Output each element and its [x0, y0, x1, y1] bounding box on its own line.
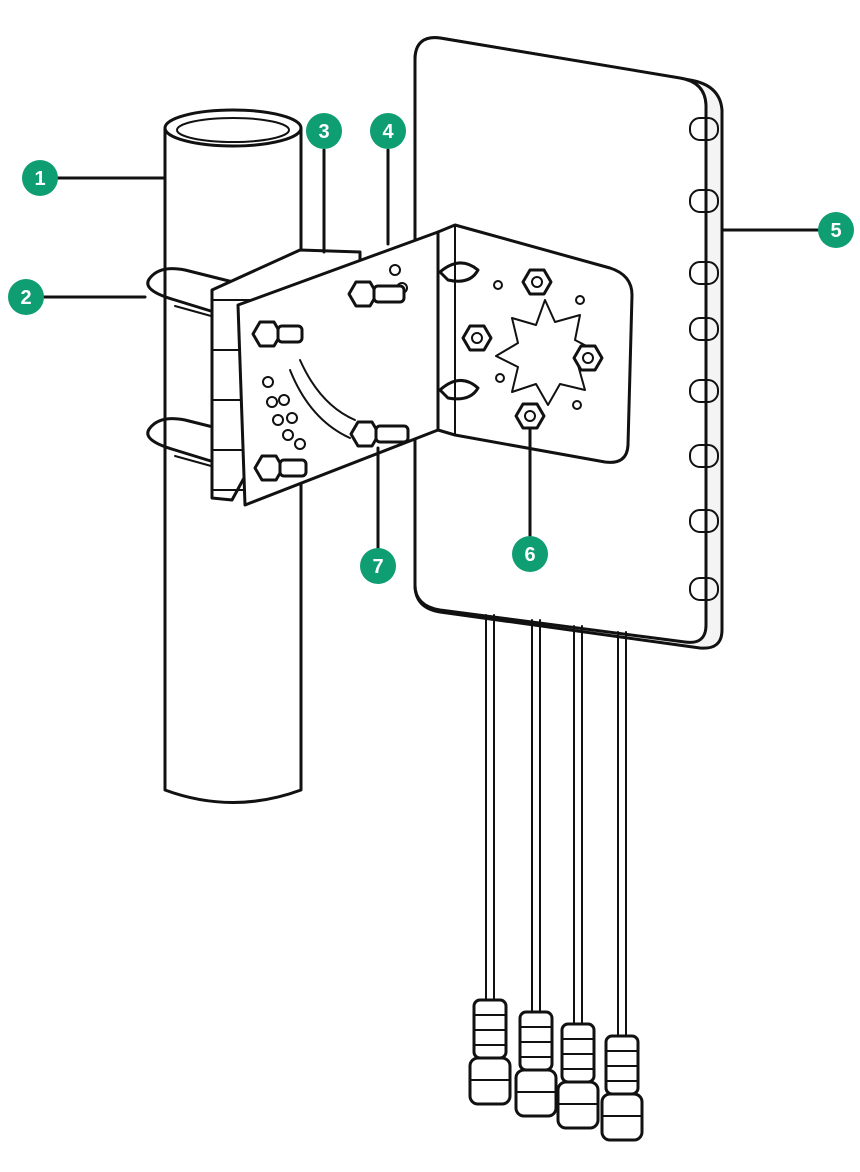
callout-5-label: 5	[830, 220, 841, 242]
callout-3: 3	[306, 113, 342, 149]
bolt-upper-right	[347, 280, 406, 308]
callout-3-circle	[306, 113, 342, 149]
bolt-upper-left	[251, 320, 304, 348]
callout-6-label: 6	[524, 544, 535, 566]
bolt-lower-right	[349, 420, 410, 448]
antenna-cables	[468, 614, 644, 1142]
bracket-bolts	[251, 280, 410, 482]
callout-7: 7	[360, 548, 396, 584]
nut-left	[461, 324, 493, 352]
callout-7-label: 7	[372, 556, 383, 578]
nut-bottom	[514, 402, 546, 430]
callout-2-label: 2	[20, 287, 31, 309]
callout-4-circle	[370, 113, 406, 149]
nut-top	[521, 268, 553, 296]
cable-2	[514, 619, 558, 1118]
callout-6-circle	[512, 536, 548, 572]
callout-4: 4	[370, 113, 406, 149]
leader-lines	[42, 148, 822, 550]
antenna-side-vents	[689, 117, 719, 601]
callout-1-label: 1	[34, 168, 45, 190]
callout-2: 2	[8, 279, 44, 315]
callout-3-label: 3	[318, 121, 329, 143]
cable-4	[600, 631, 644, 1142]
callout-7-circle	[360, 548, 396, 584]
callout-5: 5	[818, 212, 854, 248]
callout-1: 1	[22, 160, 58, 196]
callout-4-label: 4	[382, 121, 394, 143]
nut-right	[572, 344, 604, 372]
antenna-bracket	[236, 223, 634, 507]
callout-6: 6	[512, 536, 548, 572]
antenna-mount-nuts	[461, 268, 604, 430]
callout-1-circle	[22, 160, 58, 196]
callout-2-circle	[8, 279, 44, 315]
cable-3	[556, 625, 600, 1130]
callout-5-circle	[818, 212, 854, 248]
cable-1	[468, 614, 512, 1106]
bolt-lower-left	[253, 454, 308, 482]
